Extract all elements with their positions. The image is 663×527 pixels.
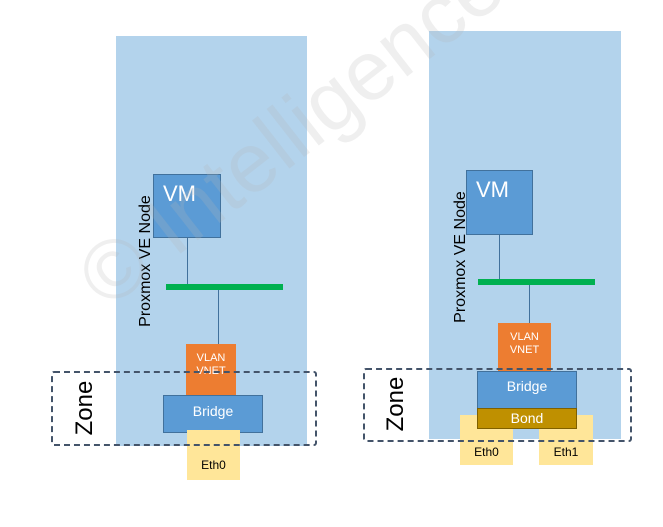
left-zone: [51, 371, 317, 446]
left-vm-box: VM: [153, 174, 221, 238]
right-vm-box: VM: [466, 170, 533, 235]
left-vm-wire: [187, 238, 188, 286]
right-vm-label: VM: [476, 177, 509, 202]
left-eth0-label: Eth0: [201, 458, 226, 472]
left-switch-bar: [166, 284, 283, 290]
left-bridge: Bridge: [163, 395, 263, 433]
right-vnet-line2: VNET: [509, 344, 540, 356]
left-switch-wire: [218, 290, 219, 344]
right-switch-bar: [478, 279, 595, 285]
right-zone-label: Zone: [382, 376, 409, 432]
left-vm-label: VM: [163, 181, 196, 206]
left-eth0: Eth0: [187, 430, 240, 480]
right-eth0-label: Eth0: [474, 445, 499, 459]
right-zone: [363, 368, 632, 442]
left-vlan-vnet: VLAN VNET: [186, 344, 236, 396]
right-bridge: Bridge: [477, 371, 577, 409]
right-vnet-line1: VLAN: [510, 331, 539, 343]
right-vm-wire: [499, 235, 500, 282]
right-eth1-label: Eth1: [553, 445, 579, 459]
left-vnet-line1: VLAN: [196, 352, 226, 364]
left-zone-label: Zone: [71, 380, 98, 436]
right-vlan-vnet: VLAN VNET: [498, 323, 551, 375]
right-bond-text: Bond: [510, 410, 544, 426]
right-switch-wire: [529, 285, 530, 323]
right-bond-overlay: [477, 408, 577, 429]
